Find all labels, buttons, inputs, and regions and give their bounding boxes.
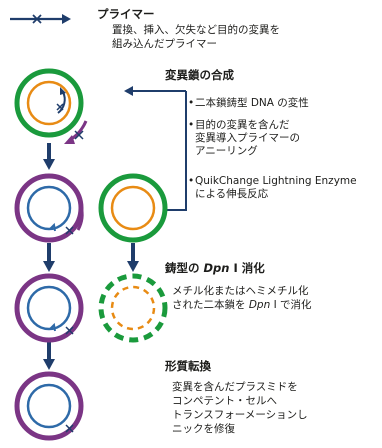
transformation-title: 形質転換 (165, 359, 211, 373)
digestion-line-2: された二本鎖を Dpn I で消化 (172, 299, 312, 311)
digestion-title: 鋳型の Dpn I 消化 (165, 261, 265, 275)
template-plasmid (98, 173, 168, 243)
transformation-line-2: コンペテント・セルへ (172, 395, 277, 407)
legend-line-1: 置換、挿入、欠失など目的の変異を (112, 24, 280, 36)
primer-legend-symbol (10, 14, 71, 24)
transformation-line-1: 変異を含んだプラスミドを (172, 381, 298, 393)
transformed-plasmid (14, 371, 84, 441)
digestion-line-1: メチル化またはヘミメチル化 (172, 285, 309, 297)
digested-template (98, 273, 168, 343)
mutant-plasmid-step3 (14, 273, 84, 343)
down-arrow-right (127, 243, 139, 272)
parental-plasmid (14, 68, 84, 138)
legend-line-2: 組み込んだプライマー (112, 38, 217, 50)
synthesis-bracket-arrow (124, 86, 187, 211)
down-arrows-left (43, 143, 55, 370)
annealed-primers (56, 87, 88, 144)
synthesis-title: 変異鎖の合成 (165, 68, 234, 82)
transformation-line-4: ニックを修復 (172, 423, 235, 435)
mutant-plasmid-step2 (14, 173, 84, 243)
legend-title: プライマー (97, 7, 155, 21)
transformation-line-3: トランスフォーメーションし (172, 409, 308, 421)
